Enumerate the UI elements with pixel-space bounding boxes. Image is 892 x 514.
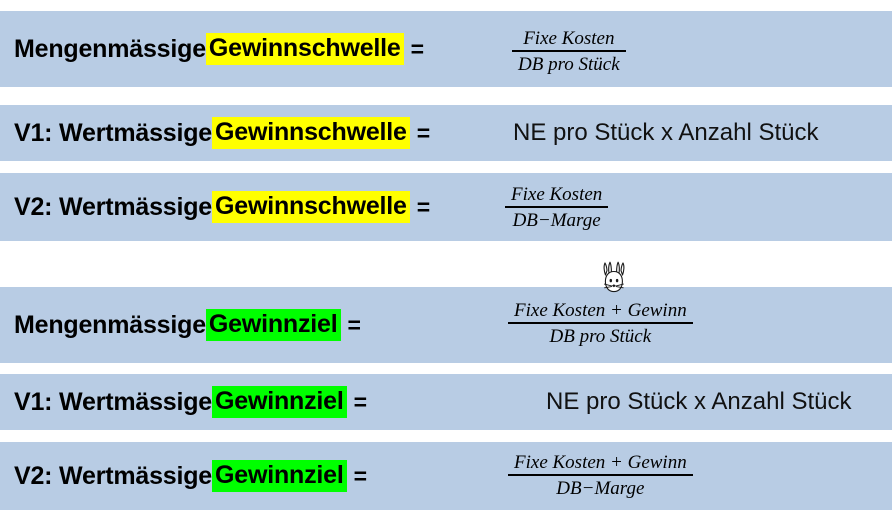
formula-row-v2-wertmaessige-gewinnziel: V2: Wertmässige Gewinnziel= Fixe Kosten …	[0, 442, 892, 510]
highlighted-keyword: Gewinnschwelle	[212, 191, 410, 223]
highlighted-keyword: Gewinnziel	[212, 386, 347, 418]
formula-prefix: Mengenmässige	[14, 310, 206, 339]
equals-sign: =	[410, 35, 424, 62]
formula-left-side: V1: Wertmässige Gewinnziel=	[14, 386, 367, 418]
fraction-numerator: Fixe Kosten	[511, 184, 603, 205]
formula-prefix: V2: Wertmässige	[14, 461, 213, 490]
highlighted-keyword: Gewinnziel	[205, 309, 341, 341]
formula-right-side-text: NE pro Stück x Anzahl Stück	[546, 388, 852, 415]
formula-row-mengenmaessige-gewinnziel: Mengenmässige Gewinnziel= Fixe Kosten + …	[0, 287, 892, 363]
formula-row-mengenmaessige-gewinnschwelle: Mengenmässige Gewinnschwelle= Fixe Koste…	[0, 11, 892, 87]
formula-left-side: Mengenmässige Gewinnziel=	[14, 309, 361, 341]
formula-row-v2-wertmaessige-gewinnschwelle: V2: Wertmässige Gewinnschwelle= Fixe Kos…	[0, 173, 892, 241]
fraction-numerator: Fixe Kosten + Gewinn	[514, 452, 687, 473]
highlighted-keyword: Gewinnziel	[212, 460, 347, 492]
formula-left-side: V2: Wertmässige Gewinnziel=	[14, 460, 367, 492]
formula-row-v1-wertmaessige-gewinnschwelle: V1: Wertmässige Gewinnschwelle= NE pro S…	[0, 105, 892, 161]
fraction-denominator: DB−Marge	[512, 210, 601, 232]
formula-prefix: V2: Wertmässige	[14, 192, 213, 221]
equals-sign: =	[416, 119, 430, 146]
formula-prefix: Mengenmässige	[14, 34, 206, 63]
formula-fraction: Fixe Kosten DB pro Stück	[512, 28, 626, 76]
formula-row-v1-wertmaessige-gewinnziel: V1: Wertmässige Gewinnziel= NE pro Stück…	[0, 374, 892, 430]
formula-left-side: V2: Wertmässige Gewinnschwelle=	[14, 191, 430, 223]
formula-left-side: Mengenmässige Gewinnschwelle=	[14, 33, 424, 65]
fraction-bar	[508, 474, 693, 477]
formula-prefix: V1: Wertmässige	[14, 118, 213, 147]
highlighted-keyword: Gewinnschwelle	[205, 33, 404, 65]
equals-sign: =	[353, 388, 367, 415]
fraction-denominator: DB pro Stück	[518, 54, 620, 76]
fraction-numerator: Fixe Kosten	[523, 28, 615, 49]
fraction-bar	[512, 50, 626, 53]
fraction-denominator: DB−Marge	[556, 478, 645, 500]
formula-right-side-text: NE pro Stück x Anzahl Stück	[513, 119, 819, 146]
equals-sign: =	[416, 193, 430, 220]
formula-fraction: Fixe Kosten DB−Marge	[505, 184, 609, 232]
formula-prefix: V1: Wertmässige	[14, 387, 213, 416]
formula-left-side: V1: Wertmässige Gewinnschwelle=	[14, 117, 430, 149]
formula-fraction: Fixe Kosten + Gewinn DB pro Stück	[508, 300, 693, 348]
fraction-denominator: DB pro Stück	[549, 326, 652, 348]
fraction-numerator: Fixe Kosten + Gewinn	[514, 300, 687, 321]
equals-sign: =	[353, 462, 367, 489]
equals-sign: =	[347, 311, 361, 338]
fraction-bar	[505, 206, 609, 209]
fraction-bar	[508, 322, 693, 325]
formula-fraction: Fixe Kosten + Gewinn DB−Marge	[508, 452, 693, 500]
highlighted-keyword: Gewinnschwelle	[212, 117, 410, 149]
